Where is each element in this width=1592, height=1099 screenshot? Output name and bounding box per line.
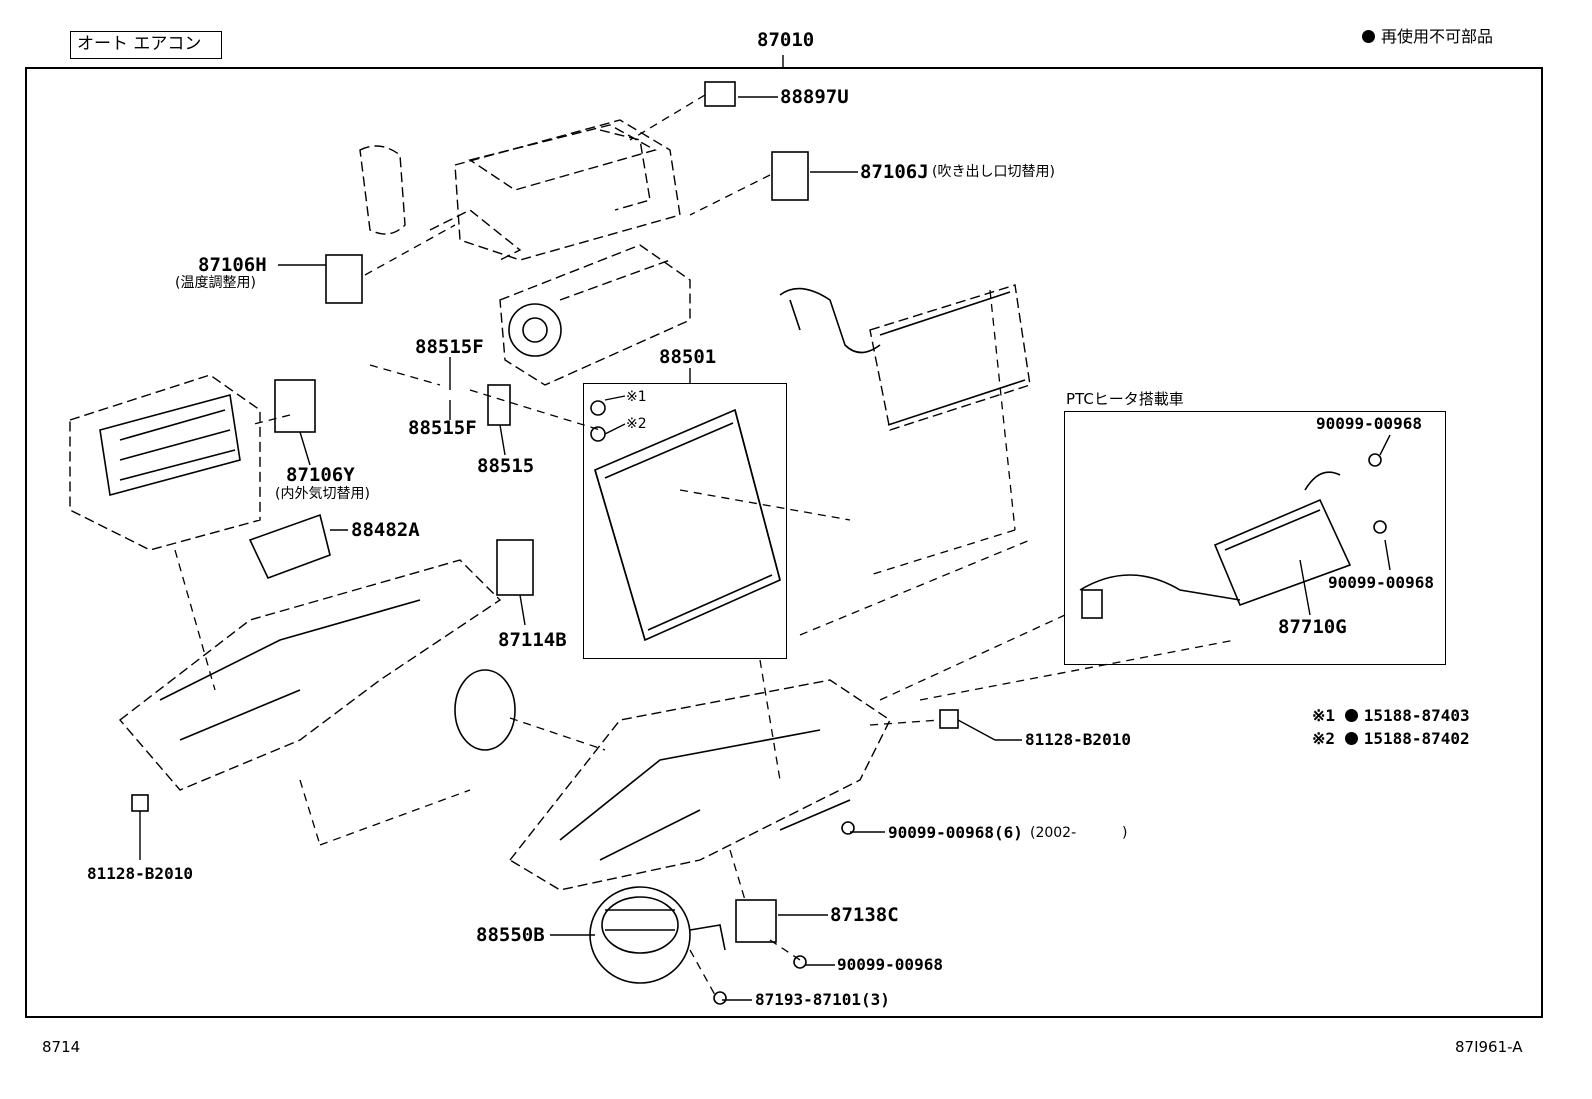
part-87138C: 87138C	[830, 904, 899, 926]
lower-case-right-drawing	[508, 679, 891, 891]
non-reusable-dot-icon	[1344, 732, 1358, 745]
note-2: ※2 15188-87402	[1312, 731, 1470, 747]
part-90099-ptc-upper: 90099-00968	[1316, 414, 1422, 433]
actuator-87106H-drawing	[325, 254, 363, 304]
middle-housing-drawing	[499, 244, 691, 386]
part-81128-left: 81128-B2010	[87, 864, 193, 883]
sensor-88897U-drawing	[704, 81, 736, 107]
part-90099-ptc-lower: 90099-00968	[1328, 573, 1434, 592]
heater-core-drawing	[779, 284, 1031, 431]
actuator-87106J-drawing	[771, 151, 809, 201]
o-ring-1-drawing	[590, 400, 606, 416]
note-1: ※1 15188-87403	[1312, 708, 1470, 724]
leader-lines	[139, 96, 1391, 1001]
part-88897U: 88897U	[780, 86, 849, 108]
upper-case-drawing	[359, 119, 681, 261]
filter-disc-drawing	[454, 669, 516, 751]
part-88550B: 88550B	[476, 924, 545, 946]
part-87106J: 87106J	[860, 161, 929, 183]
valve-88515-drawing	[487, 384, 511, 426]
amplifier-87138C-drawing	[735, 899, 777, 943]
part-87106J-note: (吹き出し口切替用)	[932, 164, 1055, 180]
part-90099-bottom: 90099-00968	[837, 955, 943, 974]
legend-text: 再使用不可部品	[1381, 27, 1494, 46]
non-reusable-dot-icon	[1362, 30, 1375, 43]
part-87193: 87193-87101(3)	[755, 990, 890, 1009]
part-87106Y: 87106Y	[286, 464, 355, 486]
part-90099-6-close: )	[1122, 825, 1128, 841]
evaporator-frame	[583, 383, 787, 659]
note-2-part: 15188-87402	[1363, 729, 1470, 748]
part-81128-right: 81128-B2010	[1025, 730, 1131, 749]
ptc-heater-title: PTCヒータ搭載車	[1066, 390, 1184, 408]
o-ring-mark-1: ※1	[626, 389, 647, 405]
resistor-88482A-drawing	[248, 513, 331, 580]
assembly-lines	[174, 94, 1236, 996]
part-90099-6: 90099-00968(6)	[888, 823, 1023, 842]
note-1-part: 15188-87403	[1363, 706, 1470, 725]
part-88515F-upper: 88515F	[415, 336, 484, 358]
footer-left-code: 8714	[42, 1038, 81, 1056]
part-88515: 88515	[477, 455, 535, 477]
note-2-mark: ※2	[1312, 729, 1336, 748]
actuator-87106Y-drawing	[274, 379, 316, 433]
clip-left-drawing	[131, 794, 149, 812]
part-88501: 88501	[659, 346, 717, 368]
footer-right-code: 87I961-A	[1455, 1038, 1523, 1056]
non-reusable-dot-icon	[1344, 709, 1358, 722]
part-87106H-note: (温度調整用)	[175, 275, 256, 291]
sensor-87114B-drawing	[496, 539, 534, 596]
part-90099-6-note: (2002-	[1030, 825, 1077, 841]
assembly-number: 87010	[757, 29, 815, 51]
part-87106H: 87106H	[198, 254, 267, 276]
ptc-heater-drawing	[1079, 471, 1352, 619]
part-87114B: 87114B	[498, 629, 567, 651]
part-88482A: 88482A	[351, 519, 420, 541]
part-88515F-lower: 88515F	[408, 417, 477, 439]
part-87710G: 87710G	[1278, 616, 1347, 638]
intake-case-drawing	[69, 374, 261, 551]
clip-right-drawing	[939, 709, 959, 729]
blower-motor-drawing	[589, 886, 726, 984]
o-ring-mark-2: ※2	[626, 416, 647, 432]
lower-case-left-drawing	[118, 559, 502, 791]
ptc-heater-frame	[1064, 411, 1446, 665]
diagram-title: オート エアコン	[70, 31, 222, 59]
legend: 再使用不可部品	[1362, 29, 1493, 45]
screws	[713, 453, 1387, 1005]
part-87106Y-note: (内外気切替用)	[275, 486, 370, 502]
evaporator-drawing	[594, 408, 781, 642]
note-1-mark: ※1	[1312, 706, 1336, 725]
main-frame	[25, 67, 1543, 1018]
